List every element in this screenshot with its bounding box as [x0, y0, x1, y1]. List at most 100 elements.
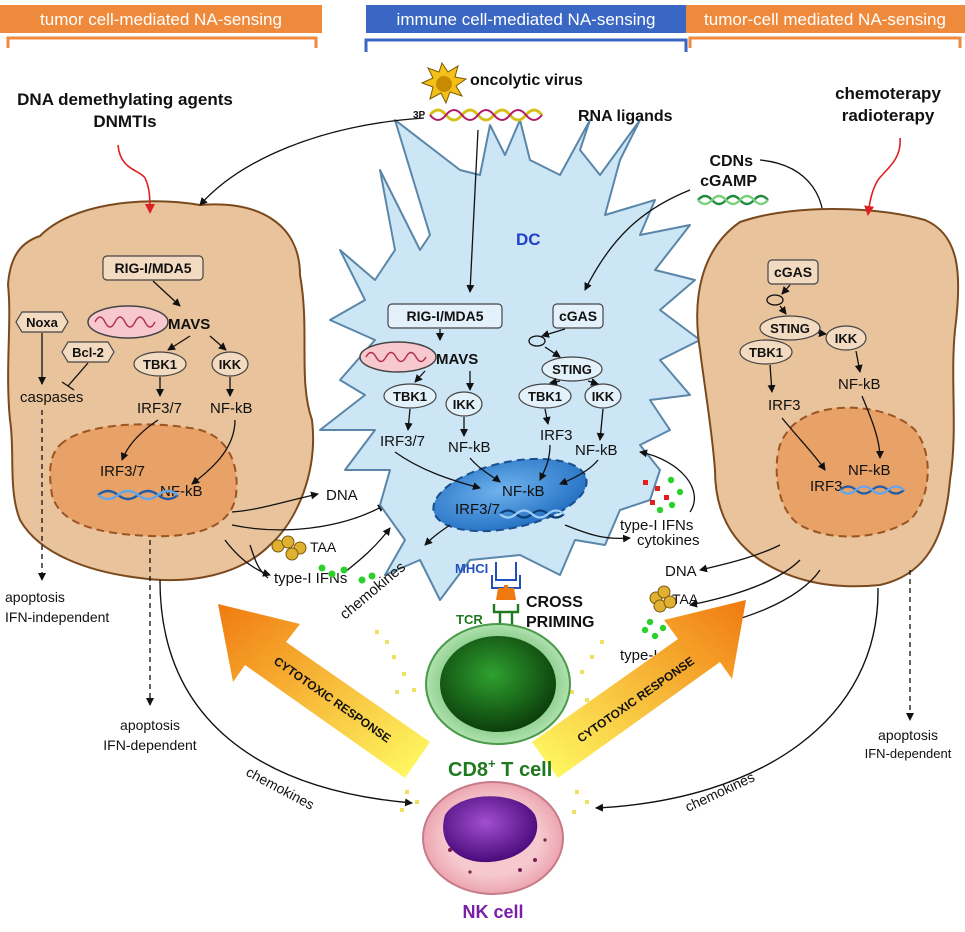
left-dna-helix-icon [97, 489, 179, 501]
right-taa-icon [649, 585, 677, 613]
left-stimulus-line2: DNMTIs [93, 112, 156, 131]
antigen-icon [496, 585, 516, 600]
right-red-arrow [864, 137, 901, 216]
right-dna-out: DNA [665, 563, 697, 580]
right-tbk1-node: TBK1 [749, 345, 783, 360]
right-ifn-dots [641, 618, 667, 640]
left-irf: IRF3/7 [137, 400, 182, 417]
right-irf3: IRF3 [768, 397, 801, 414]
left-apoptosis2-line1: apoptosis [120, 717, 180, 733]
cd8-label-sup: + [488, 756, 496, 771]
dc-dna-helix-icon [499, 509, 565, 519]
dc-mavs-label: MAVS [436, 351, 478, 368]
header-left-label: tumor cell-mediated NA-sensing [40, 10, 282, 29]
dc-tbk1-right: TBK1 [528, 389, 562, 404]
right-apoptosis-line1: apoptosis [878, 727, 938, 743]
mhc-receptor-icon [491, 562, 521, 589]
dc-ikk-left: IKK [453, 397, 476, 412]
dc-label: DC [516, 230, 541, 249]
right-stimulus-line2: radioterapy [842, 106, 935, 125]
header-center-label: immune cell-mediated NA-sensing [397, 10, 656, 29]
right-nuc-nfkb: NF-kB [848, 462, 891, 479]
dc-tbk1-left: TBK1 [393, 389, 427, 404]
dc-sting-node: STING [552, 362, 592, 377]
dc-nuc-irf: IRF3/7 [455, 501, 500, 518]
left-nuc-nfkb: NF-kB [160, 483, 203, 500]
cgamp-label: cGAMP [700, 173, 757, 190]
right-nucleus [775, 406, 929, 538]
cd8-label-main: CD8 [448, 759, 488, 781]
left-ifn-out: type-I IFNs [274, 570, 347, 587]
nk-label: NK cell [462, 902, 523, 922]
right-nfkb: NF-kB [838, 376, 881, 393]
dc-nuc-nfkb: NF-kB [502, 483, 545, 500]
left-stimulus-line1: DNA demethylating agents [17, 90, 233, 109]
left-mitochondrion-icon [87, 305, 169, 339]
nk-cell [422, 781, 564, 895]
dc-nfkb-right: NF-kB [575, 442, 618, 459]
right-cgas-node: cGAS [774, 264, 812, 280]
left-red-arrow [117, 144, 155, 214]
right-nuc-irf: IRF3 [810, 478, 843, 495]
left-nucleus [49, 423, 238, 538]
left-caspases: caspases [20, 389, 83, 406]
right-dna-helix-icon [839, 485, 905, 495]
dc-cytokines-label: cytokines [637, 532, 700, 549]
left-mavs-label: MAVS [168, 316, 210, 333]
rna-label: RNA ligands [578, 108, 673, 125]
cdn-dna-icon [697, 194, 769, 206]
right-apoptosis-line2: IFN-dependent [865, 746, 952, 761]
left-ifn-dots [318, 564, 376, 584]
right-sting-node: STING [770, 321, 810, 336]
dc-chemokines-label: chemokines [337, 559, 409, 623]
header-center: immune cell-mediated NA-sensing [364, 5, 688, 52]
left-noxa-node: Noxa [26, 315, 59, 330]
left-bcl2-node: Bcl-2 [72, 345, 104, 360]
dc-ikk-right: IKK [592, 389, 615, 404]
dc-cgas-node: cGAS [559, 308, 597, 324]
cytotoxic-arrow-left [218, 604, 430, 778]
cytotoxic-arrow-right [532, 600, 746, 778]
right-stimulus-line1: chemoterapy [835, 84, 941, 103]
cd8-t-cell [425, 623, 571, 745]
cd8-label-tail: T cell [496, 759, 553, 781]
dc-cgamp-ring-icon [528, 335, 546, 347]
dc-ifn-dots [643, 476, 684, 514]
left-apoptosis2-line2: IFN-dependent [103, 737, 197, 753]
cross-label-2: PRIMING [526, 614, 594, 631]
chemokines-right: chemokines [683, 769, 757, 815]
left-nuc-irf: IRF3/7 [100, 463, 145, 480]
cd8-label: CD8+ T cell [448, 756, 552, 781]
tcr-label: TCR [456, 612, 483, 627]
header-left: tumor cell-mediated NA-sensing [0, 5, 322, 48]
left-tbk1-node: TBK1 [143, 357, 177, 372]
left-apoptosis1-line2: IFN-independent [5, 609, 109, 625]
granule-dots [375, 630, 604, 814]
dc-rig-node: RIG-I/MDA5 [407, 308, 484, 324]
left-taa-out: TAA [310, 539, 337, 555]
rna-ligand-icon [428, 108, 544, 122]
left-ikk-node: IKK [219, 357, 242, 372]
header-right: tumor-cell mediated NA-sensing [686, 5, 965, 48]
dc-irf3: IRF3 [540, 427, 573, 444]
cytotoxic-left-label: CYTOTOXIC RESPONSE [271, 654, 393, 746]
dc-irf37: IRF3/7 [380, 433, 425, 450]
right-ikk-node: IKK [835, 331, 858, 346]
dc-ifn-label: type-I IFNs [620, 517, 693, 534]
left-rig-node: RIG-I/MDA5 [115, 260, 192, 276]
rna-3p-label: 3P [413, 110, 426, 121]
header-right-label: tumor-cell mediated NA-sensing [704, 10, 946, 29]
virus-label: oncolytic virus [470, 72, 583, 89]
cdns-label: CDNs [709, 153, 753, 170]
mhc-label: MHCI [455, 561, 488, 576]
left-apoptosis1-line1: apoptosis [5, 589, 65, 605]
right-cgamp-ring-icon [766, 294, 784, 306]
dc-nfkb-left: NF-kB [448, 439, 491, 456]
oncolytic-virus-icon [420, 61, 468, 105]
right-taa-out: TAA [672, 591, 699, 607]
dc-mitochondrion-icon [359, 341, 437, 373]
cross-label-1: CROSS [526, 594, 583, 611]
left-taa-icon [271, 535, 307, 561]
